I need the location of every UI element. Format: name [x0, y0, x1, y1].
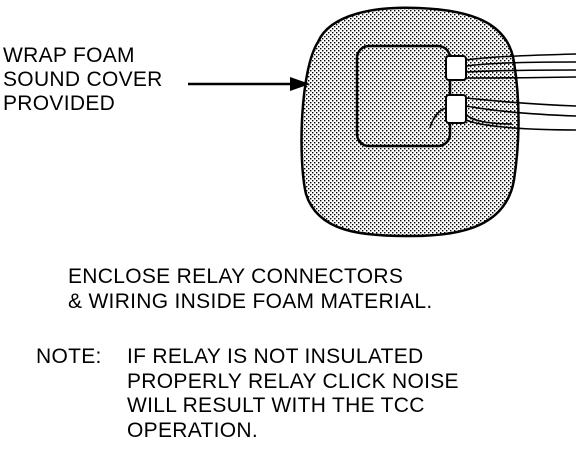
callout-label: WRAP FOAM SOUND COVER PROVIDED — [3, 44, 163, 116]
relay-icon — [355, 44, 452, 148]
note-line: WILL RESULT WITH THE TCC — [127, 394, 425, 417]
note-line: PROPERLY RELAY CLICK NOISE — [127, 369, 459, 393]
note-line: OPERATION. — [127, 418, 258, 442]
note-line: IF RELAY IS NOT INSULATED — [127, 345, 424, 368]
arrow-icon — [188, 77, 310, 91]
note-body: IF RELAY IS NOT INSULATED PROPERLY RELAY… — [127, 345, 459, 443]
instruction-text: ENCLOSE RELAY CONNECTORS & WIRING INSIDE… — [68, 264, 432, 314]
callout-line: SOUND COVER — [3, 68, 163, 91]
connector-icon — [445, 55, 467, 124]
instruction-line: & WIRING INSIDE FOAM MATERIAL. — [68, 290, 433, 313]
wire-icon — [429, 53, 576, 131]
callout-line: PROVIDED — [3, 92, 116, 115]
note-label: NOTE: — [36, 345, 102, 368]
callout-line: WRAP FOAM — [3, 44, 135, 67]
instruction-line: ENCLOSE RELAY CONNECTORS — [68, 265, 404, 288]
